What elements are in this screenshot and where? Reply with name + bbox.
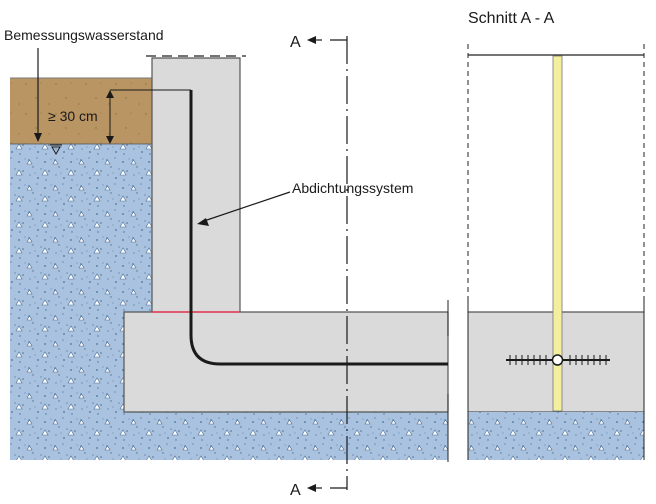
dimension-arrow-bottom — [106, 136, 114, 144]
main-view: ≥ 30 cm Bemessungswasserstand Abdichtung… — [4, 27, 449, 499]
sealing-system-arrowhead — [197, 218, 209, 226]
sealing-system-arrow — [203, 191, 291, 222]
dimension-label: ≥ 30 cm — [48, 108, 98, 124]
section-view: Schnitt A - A — [467, 10, 645, 460]
section-gravel — [468, 412, 644, 460]
water-level-triangle-icon — [51, 146, 61, 156]
water-level-label: Bemessungswasserstand — [4, 27, 164, 43]
section-spiral-hatch — [509, 355, 607, 365]
sealing-system-label: Abdichtungssystem — [292, 180, 413, 196]
section-arrowhead-bottom — [307, 484, 316, 492]
soil-layer — [10, 78, 152, 144]
section-tube-node — [551, 354, 564, 366]
gravel-ground — [10, 144, 448, 460]
dimension-arrow-top — [106, 90, 114, 98]
section-waterstop — [552, 55, 563, 412]
concrete-structure — [123, 57, 449, 413]
section-arrowhead-top — [307, 36, 316, 44]
section-title: Schnitt A - A — [468, 10, 555, 27]
section-mark-top-label: A — [290, 34, 301, 51]
sealing-system-tube — [189, 90, 448, 366]
section-mark-bottom-label: A — [290, 482, 301, 499]
water-level-arrowhead — [34, 133, 42, 142]
